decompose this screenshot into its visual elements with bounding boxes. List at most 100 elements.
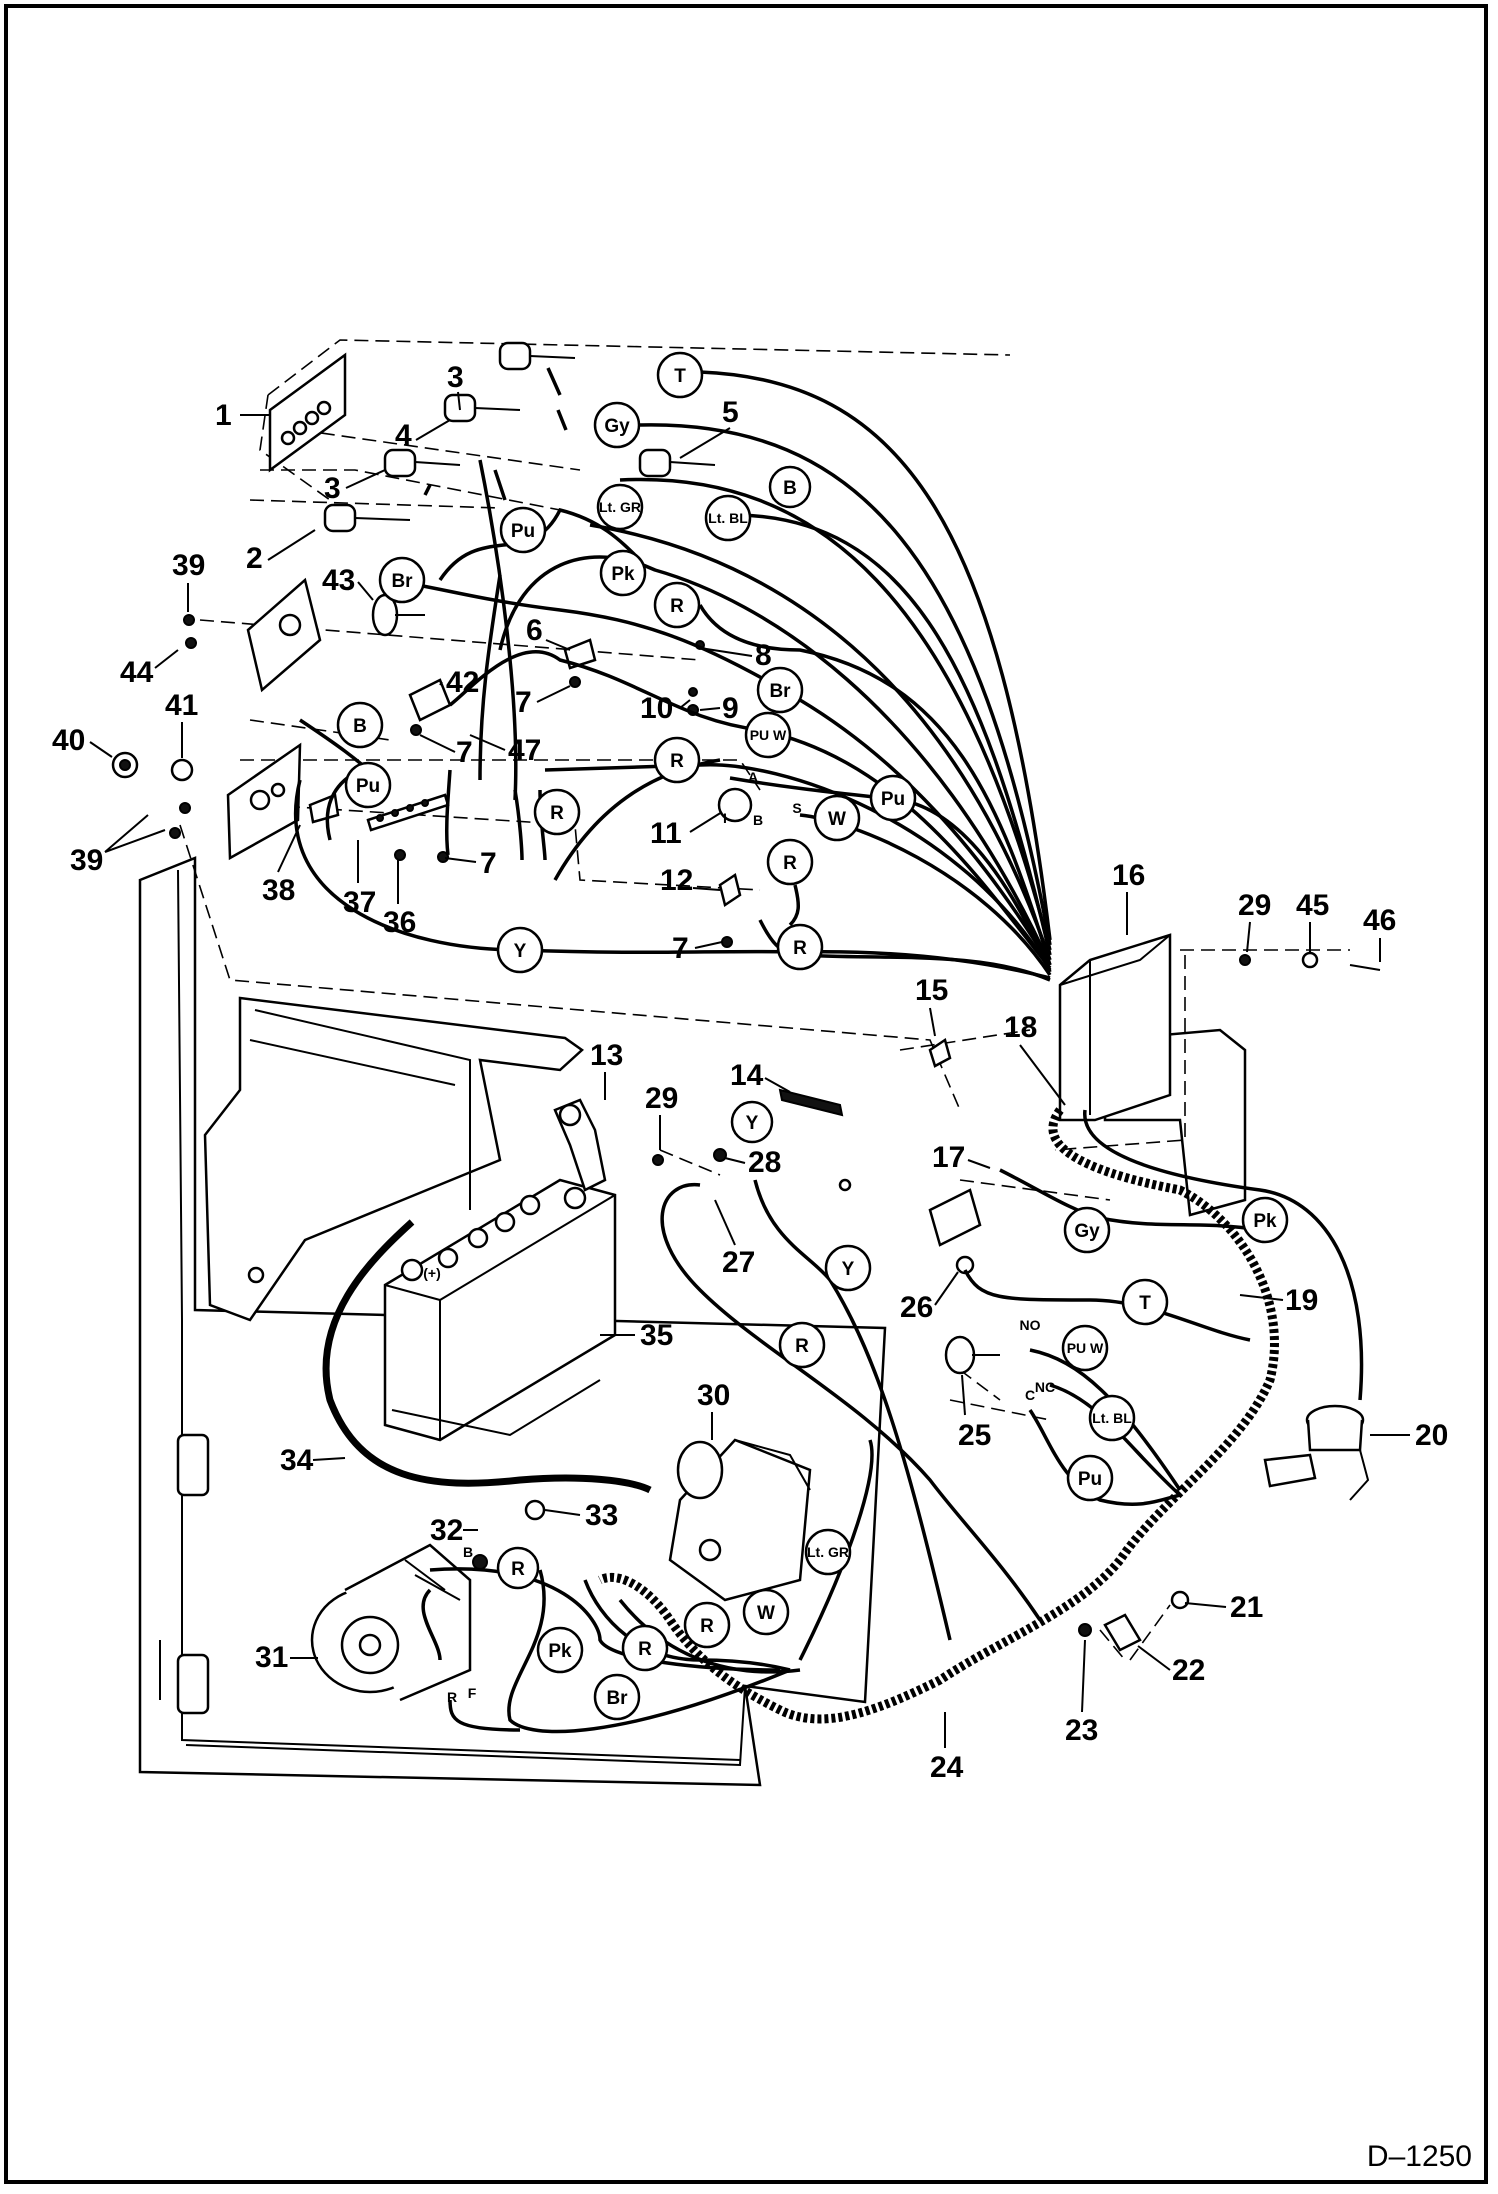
temp-sender bbox=[928, 1188, 982, 1275]
svg-text:A: A bbox=[748, 769, 758, 785]
svg-text:3: 3 bbox=[447, 361, 464, 394]
callout-46: 46 bbox=[1363, 904, 1396, 962]
svg-text:22: 22 bbox=[1172, 1654, 1205, 1687]
wire-tag-R-8: R bbox=[683, 1601, 731, 1649]
callout-28: 28 bbox=[724, 1146, 781, 1179]
callout-7a: 7 bbox=[515, 685, 571, 719]
callout-47: 47 bbox=[469, 734, 541, 767]
callout-9: 9 bbox=[699, 692, 739, 725]
svg-text:PU W: PU W bbox=[750, 727, 787, 743]
svg-text:Gy: Gy bbox=[604, 416, 630, 437]
svg-text:46: 46 bbox=[1363, 904, 1396, 937]
svg-text:B: B bbox=[463, 1544, 473, 1560]
svg-text:Br: Br bbox=[391, 571, 413, 592]
control-box bbox=[1058, 933, 1172, 1122]
callout-38: 38 bbox=[262, 824, 301, 907]
callout-24: 24 bbox=[930, 1712, 964, 1784]
lower-bracket bbox=[226, 742, 302, 861]
svg-text:26: 26 bbox=[900, 1291, 933, 1324]
svg-text:NC: NC bbox=[1035, 1379, 1055, 1395]
svg-text:Br: Br bbox=[606, 1688, 628, 1709]
svg-text:29: 29 bbox=[1238, 889, 1271, 922]
callout-39b: 39 bbox=[70, 814, 166, 877]
callout-1: 1 bbox=[215, 399, 270, 432]
svg-text:39: 39 bbox=[70, 844, 103, 877]
wire-tag-R-1: R bbox=[653, 581, 701, 629]
callout-44: 44 bbox=[120, 649, 179, 689]
indicator-lamps bbox=[323, 341, 716, 533]
fuel-sender bbox=[1263, 1404, 1370, 1501]
wire-tag-B: B bbox=[768, 465, 812, 509]
svg-text:15: 15 bbox=[915, 974, 948, 1007]
svg-text:Pu: Pu bbox=[511, 521, 535, 542]
svg-text:24: 24 bbox=[930, 1751, 964, 1784]
svg-text:Y: Y bbox=[842, 1259, 855, 1280]
callout-3a: 3 bbox=[447, 361, 464, 411]
svg-text:28: 28 bbox=[748, 1146, 781, 1179]
svg-text:R: R bbox=[638, 1639, 652, 1660]
switch-panel bbox=[268, 352, 347, 473]
callout-29a: 29 bbox=[645, 1082, 678, 1150]
svg-text:I: I bbox=[723, 810, 727, 826]
part-callouts: 1 2 3 3 4 5 6 7 7 7 7 8 9 10 11 12 13 14… bbox=[52, 361, 1448, 1784]
callout-20: 20 bbox=[1370, 1419, 1448, 1452]
wire-tag-R-3: R bbox=[533, 788, 581, 836]
callout-25: 25 bbox=[958, 1374, 991, 1452]
callout-14: 14 bbox=[730, 1059, 791, 1093]
callout-7b: 7 bbox=[419, 734, 473, 769]
svg-text:R: R bbox=[793, 938, 807, 959]
svg-text:16: 16 bbox=[1112, 859, 1145, 892]
svg-text:Lt. GR: Lt. GR bbox=[599, 499, 641, 515]
wire-tag-Pk-3: Pk bbox=[536, 1626, 584, 1674]
callout-2: 2 bbox=[246, 529, 316, 575]
gauge-bracket bbox=[246, 577, 322, 693]
callout-3b: 3 bbox=[324, 469, 386, 505]
svg-text:30: 30 bbox=[697, 1379, 730, 1412]
wire-color-tags: T Gy B Lt. GR Lt. BL Pu Br Pk R Br B PU … bbox=[336, 351, 1289, 1721]
callout-23: 23 bbox=[1065, 1639, 1098, 1747]
svg-text:14: 14 bbox=[730, 1059, 764, 1092]
svg-text:17: 17 bbox=[932, 1141, 965, 1174]
svg-text:11: 11 bbox=[650, 817, 682, 850]
callout-6: 6 bbox=[526, 614, 571, 651]
wire-tag-Pk-1: Pk bbox=[599, 549, 647, 597]
wire-tag-LtBL: Lt. BL bbox=[704, 494, 752, 542]
svg-text:NO: NO bbox=[1020, 1317, 1041, 1333]
svg-text:T: T bbox=[674, 366, 686, 387]
svg-text:7: 7 bbox=[672, 932, 689, 965]
wire-tag-PUW-2: PU W bbox=[1061, 1324, 1109, 1372]
wire-tag-B-2: B bbox=[336, 701, 384, 749]
svg-text:Pk: Pk bbox=[611, 564, 635, 585]
callout-43: 43 bbox=[322, 564, 374, 601]
wire-tag-T: T bbox=[656, 351, 704, 399]
positive-cable-clamp bbox=[553, 1098, 607, 1192]
svg-text:5: 5 bbox=[722, 396, 739, 429]
svg-text:36: 36 bbox=[383, 906, 416, 939]
svg-text:W: W bbox=[828, 809, 846, 830]
wire-tag-R-6: R bbox=[778, 1321, 826, 1369]
wire-tag-R-9: R bbox=[621, 1624, 669, 1672]
pressure-switch bbox=[944, 1335, 1000, 1375]
terminal-marks: NO NC C B S I A (+) R F B bbox=[423, 769, 1055, 1705]
svg-text:B: B bbox=[783, 478, 797, 499]
svg-text:29: 29 bbox=[645, 1082, 678, 1115]
callout-32: 32 bbox=[430, 1514, 478, 1547]
svg-text:44: 44 bbox=[120, 656, 154, 689]
svg-text:34: 34 bbox=[280, 1444, 314, 1477]
svg-text:Y: Y bbox=[514, 941, 527, 962]
wire-tag-PUW-1: PU W bbox=[744, 711, 792, 759]
svg-text:Pu: Pu bbox=[881, 789, 905, 810]
starter-motor bbox=[668, 1438, 812, 1602]
callout-36: 36 bbox=[383, 860, 416, 939]
wire-tag-R-4: R bbox=[766, 838, 814, 886]
callout-10: 10 bbox=[640, 692, 691, 725]
hourmeter-gauge bbox=[371, 593, 425, 637]
svg-text:Lt. BL: Lt. BL bbox=[708, 510, 748, 526]
svg-text:R: R bbox=[447, 1689, 457, 1705]
svg-text:4: 4 bbox=[395, 419, 412, 452]
wire-tag-Br-2: Br bbox=[756, 666, 804, 714]
wire-tag-R-2: R bbox=[653, 736, 701, 784]
drawing-code: D–1250 bbox=[1366, 2140, 1472, 2173]
svg-text:F: F bbox=[468, 1685, 477, 1701]
svg-text:R: R bbox=[700, 1616, 714, 1637]
